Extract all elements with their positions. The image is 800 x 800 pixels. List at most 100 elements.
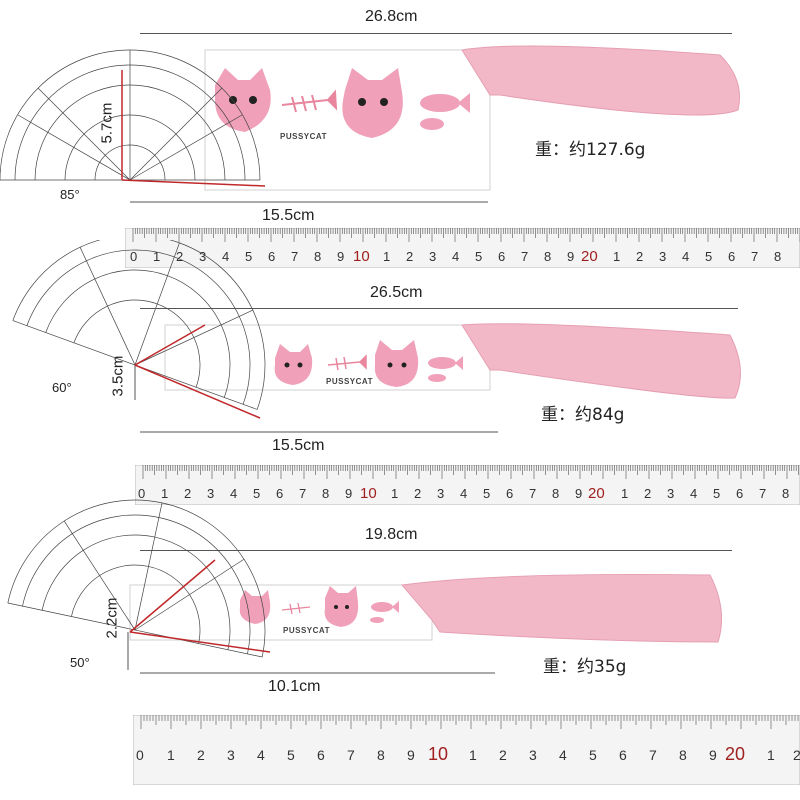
- svg-text:2: 2: [414, 486, 421, 501]
- svg-text:3: 3: [227, 747, 235, 763]
- svg-text:7: 7: [299, 486, 306, 501]
- svg-text:8: 8: [314, 249, 321, 264]
- svg-text:2: 2: [499, 747, 507, 763]
- svg-text:2: 2: [197, 747, 205, 763]
- angle-label: 50°: [70, 655, 90, 670]
- blade-length-label: 15.5cm: [272, 437, 325, 454]
- svg-text:7: 7: [649, 747, 657, 763]
- svg-text:3: 3: [437, 486, 444, 501]
- knife-illustration: [7, 499, 723, 674]
- svg-text:20: 20: [588, 485, 605, 502]
- fish-icon: [428, 356, 463, 382]
- cat-face-icon: [239, 590, 271, 624]
- svg-text:4: 4: [452, 249, 459, 264]
- svg-text:4: 4: [690, 486, 697, 501]
- svg-text:4: 4: [222, 249, 229, 264]
- svg-text:4: 4: [460, 486, 467, 501]
- blade-width-label: 3.5cm: [109, 355, 127, 397]
- fishbone-icon: [281, 602, 311, 615]
- svg-text:3: 3: [529, 747, 537, 763]
- brand-label: PUSSYCAT: [283, 626, 330, 635]
- svg-text:2: 2: [184, 486, 191, 501]
- svg-text:4: 4: [682, 249, 689, 264]
- svg-text:8: 8: [782, 486, 789, 501]
- svg-text:6: 6: [506, 486, 513, 501]
- svg-text:9: 9: [709, 747, 717, 763]
- svg-text:8: 8: [679, 747, 687, 763]
- brand-label: PUSSYCAT: [326, 377, 373, 386]
- svg-text:5: 5: [483, 486, 490, 501]
- svg-text:5: 5: [245, 249, 252, 264]
- svg-text:1: 1: [383, 249, 390, 264]
- svg-text:1: 1: [167, 747, 175, 763]
- svg-text:6: 6: [728, 249, 735, 264]
- svg-text:9: 9: [567, 249, 574, 264]
- svg-text:3: 3: [659, 249, 666, 264]
- svg-text:10: 10: [353, 248, 370, 265]
- svg-text:8: 8: [552, 486, 559, 501]
- fishbone-icon: [281, 89, 338, 113]
- fish-icon: [420, 93, 470, 130]
- brand-label: PUSSYCAT: [280, 132, 327, 141]
- fish-icon: [370, 601, 399, 623]
- blade-length-label: 15.5cm: [262, 207, 315, 224]
- svg-text:1: 1: [621, 486, 628, 501]
- svg-text:8: 8: [774, 249, 781, 264]
- dimension-line: [140, 308, 738, 309]
- svg-text:7: 7: [529, 486, 536, 501]
- svg-text:4: 4: [257, 747, 265, 763]
- handle: [461, 323, 741, 399]
- svg-text:0: 0: [130, 249, 137, 264]
- blade-length-label: 10.1cm: [268, 678, 321, 695]
- svg-text:5: 5: [287, 747, 295, 763]
- svg-text:7: 7: [759, 486, 766, 501]
- svg-text:4: 4: [230, 486, 237, 501]
- svg-text:6: 6: [619, 747, 627, 763]
- cat-face-icon: [374, 340, 419, 387]
- svg-text:6: 6: [736, 486, 743, 501]
- handle: [401, 573, 723, 643]
- svg-text:5: 5: [475, 249, 482, 264]
- total-length-label: 26.5cm: [370, 284, 423, 301]
- svg-text:6: 6: [317, 747, 325, 763]
- svg-text:7: 7: [347, 747, 355, 763]
- svg-text:10: 10: [360, 485, 377, 502]
- svg-text:7: 7: [291, 249, 298, 264]
- cat-face-icon: [215, 68, 271, 132]
- svg-text:1: 1: [161, 486, 168, 501]
- svg-text:8: 8: [544, 249, 551, 264]
- svg-text:2: 2: [636, 249, 643, 264]
- svg-text:6: 6: [276, 486, 283, 501]
- handle: [461, 45, 740, 116]
- svg-text:2: 2: [406, 249, 413, 264]
- svg-text:1: 1: [613, 249, 620, 264]
- svg-text:4: 4: [559, 747, 567, 763]
- total-length-label: 19.8cm: [365, 526, 418, 543]
- svg-text:0: 0: [138, 486, 145, 501]
- cat-face-icon: [274, 344, 313, 385]
- svg-text:6: 6: [498, 249, 505, 264]
- dimension-line: [140, 33, 732, 34]
- blade-width-label: 2.2cm: [103, 597, 121, 639]
- angle-label: 85°: [60, 187, 80, 202]
- svg-text:3: 3: [429, 249, 436, 264]
- svg-text:3: 3: [667, 486, 674, 501]
- svg-text:10: 10: [428, 744, 448, 764]
- knife-illustration: [12, 240, 741, 433]
- svg-text:20: 20: [725, 744, 745, 764]
- svg-text:2: 2: [793, 747, 800, 763]
- weight-label: 重：约127.6g: [535, 140, 646, 160]
- blade-width-label: 5.7cm: [98, 102, 116, 144]
- svg-text:5: 5: [589, 747, 597, 763]
- svg-text:8: 8: [377, 747, 385, 763]
- svg-text:2: 2: [644, 486, 651, 501]
- svg-text:1: 1: [153, 249, 160, 264]
- knife-illustration: [0, 45, 740, 203]
- svg-text:9: 9: [575, 486, 582, 501]
- angle-label: 60°: [52, 380, 72, 395]
- dimension-line: [140, 550, 732, 551]
- total-length-label: 26.8cm: [365, 8, 418, 25]
- svg-text:5: 5: [705, 249, 712, 264]
